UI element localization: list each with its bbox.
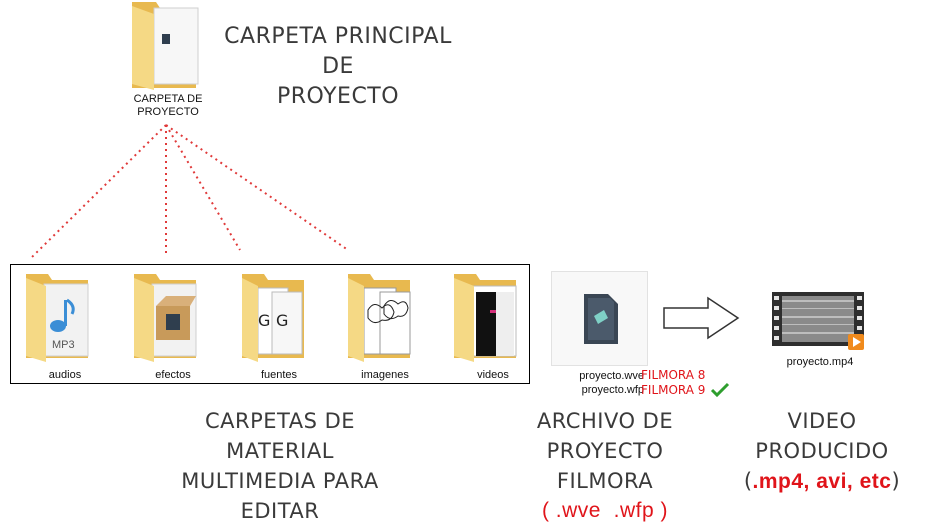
main-folder-label: CARPETA DE PROYECTO xyxy=(133,93,203,118)
folder-efectos[interactable] xyxy=(130,270,202,362)
folder-label-efectos: efectos xyxy=(155,369,191,381)
video-formats: .mp4, avi, etc xyxy=(752,470,892,493)
mp3-folder-icon: MP3 xyxy=(26,274,89,362)
effects-folder-icon xyxy=(134,274,197,362)
folder-audios[interactable]: MP3 xyxy=(22,270,94,362)
version-filmora-9: FILMORA 9 xyxy=(641,383,706,397)
folder-label-videos: videos xyxy=(477,369,509,381)
project-file-names: proyecto.wve proyecto.wfp xyxy=(564,369,644,397)
images-folder-icon xyxy=(348,274,411,362)
filmora-file-icon xyxy=(584,294,618,344)
svg-text:G: G xyxy=(258,311,270,330)
folder-fuentes[interactable]: G G xyxy=(238,270,310,362)
folder-label-audios: audios xyxy=(48,369,82,381)
video-file-label: proyecto.mp4 xyxy=(786,356,854,368)
folder-videos[interactable] xyxy=(450,270,522,362)
arrow-icon xyxy=(663,296,740,340)
fonts-folder-icon: G G xyxy=(242,274,304,362)
folder-icon xyxy=(132,2,199,90)
project-caption-wve: ( .wve xyxy=(541,499,601,522)
main-heading: CARPETA PRINCIPAL DE PROYECTO xyxy=(224,24,452,109)
version-filmora-8: FILMORA 8 xyxy=(641,368,706,382)
file-name-wfp: proyecto.wfp xyxy=(581,384,644,396)
check-icon xyxy=(710,382,730,398)
svg-text:MP3: MP3 xyxy=(52,339,75,351)
filmora-project-file[interactable] xyxy=(551,271,648,366)
file-name-wve: proyecto.wve xyxy=(579,370,644,382)
folder-imagenes[interactable] xyxy=(344,270,416,362)
filmora-versions: FILMORA 8 FILMORA 9 xyxy=(641,368,705,398)
folder-label-imagenes: imagenes xyxy=(361,369,409,381)
videos-folder-icon xyxy=(454,274,517,362)
project-caption-wfp: .wfp ) xyxy=(613,499,669,522)
multimedia-caption: CARPETAS DE MATERIAL MULTIMEDIA PARA EDI… xyxy=(181,409,379,523)
project-caption: ARCHIVO DE PROYECTO FILMORA ( .wve .wfp … xyxy=(536,409,674,522)
connector-lines xyxy=(31,124,349,258)
folder-label-fuentes: fuentes xyxy=(260,369,298,381)
main-project-folder[interactable] xyxy=(126,0,206,90)
video-file-icon xyxy=(772,292,864,350)
multimedia-folders-box xyxy=(10,264,530,384)
video-caption: VIDEO PRODUCIDO (.mp4, avi, etc) xyxy=(743,409,901,493)
video-file[interactable] xyxy=(770,290,866,352)
svg-text:G: G xyxy=(276,311,288,330)
